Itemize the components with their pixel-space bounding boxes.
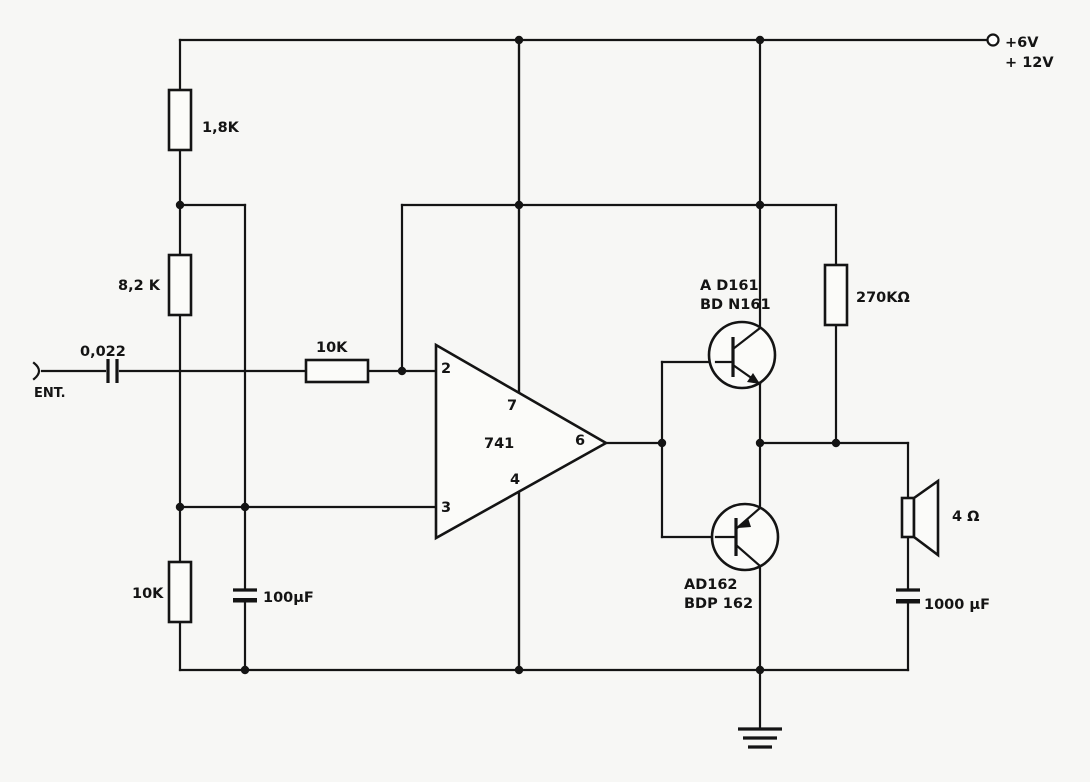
opamp-pin4: 4 xyxy=(510,472,520,488)
transistor-q1-label-1: A D161 xyxy=(700,278,759,294)
input-wire xyxy=(118,366,438,376)
transistor-q1-label-2: BD N161 xyxy=(700,297,771,313)
supply-voltage-6v: +6V xyxy=(1005,35,1039,51)
speaker-label: 4 Ω xyxy=(952,509,979,525)
supply-terminal xyxy=(986,33,1000,47)
supply-voltage-12v: + 12V xyxy=(1005,55,1054,71)
ground-rail xyxy=(178,665,910,730)
opamp-741 xyxy=(434,342,609,541)
opamp-pin3: 3 xyxy=(441,500,451,516)
speaker xyxy=(900,478,940,558)
transistor-q2-pnp xyxy=(710,502,780,572)
resistor-10k-bottom-label: 10K xyxy=(132,586,164,602)
capacitor-1000uf xyxy=(896,588,920,604)
capacitor-1000uf-label: 1000 µF xyxy=(924,597,990,613)
resistor-1-8k-label: 1,8K xyxy=(202,120,240,136)
resistor-10k-input-label: 10K xyxy=(316,340,348,356)
capacitor-100uf xyxy=(233,588,257,603)
transistor-q2-label-2: BDP 162 xyxy=(684,596,753,612)
input-label: ENT. xyxy=(34,386,66,401)
input-terminal xyxy=(32,361,107,381)
supply-rail xyxy=(178,33,1000,47)
ground-symbol xyxy=(738,727,782,749)
output-wire xyxy=(604,360,718,539)
resistor-10k-input xyxy=(304,358,370,384)
capacitor-input-label: 0,022 xyxy=(80,344,126,360)
resistor-270k xyxy=(823,263,849,327)
opamp-pin6: 6 xyxy=(575,433,585,449)
resistor-8-2k-label: 8,2 K xyxy=(118,278,161,294)
opamp-name: 741 xyxy=(484,436,514,452)
capacitor-100uf-label: 100µF xyxy=(263,590,314,606)
opamp-pin2: 2 xyxy=(441,361,451,377)
capacitor-input xyxy=(106,359,119,383)
output-stage-wire xyxy=(755,38,910,672)
opamp-pin7: 7 xyxy=(507,398,517,414)
decoupling-branch xyxy=(178,203,438,672)
resistor-1-8k xyxy=(167,88,193,152)
resistor-8-2k xyxy=(167,253,193,317)
transistor-q2-label-1: AD162 xyxy=(684,577,738,593)
transistor-q1-npn xyxy=(707,320,777,390)
resistor-10k-bottom xyxy=(167,560,193,624)
resistor-270k-label: 270KΩ xyxy=(856,290,910,306)
